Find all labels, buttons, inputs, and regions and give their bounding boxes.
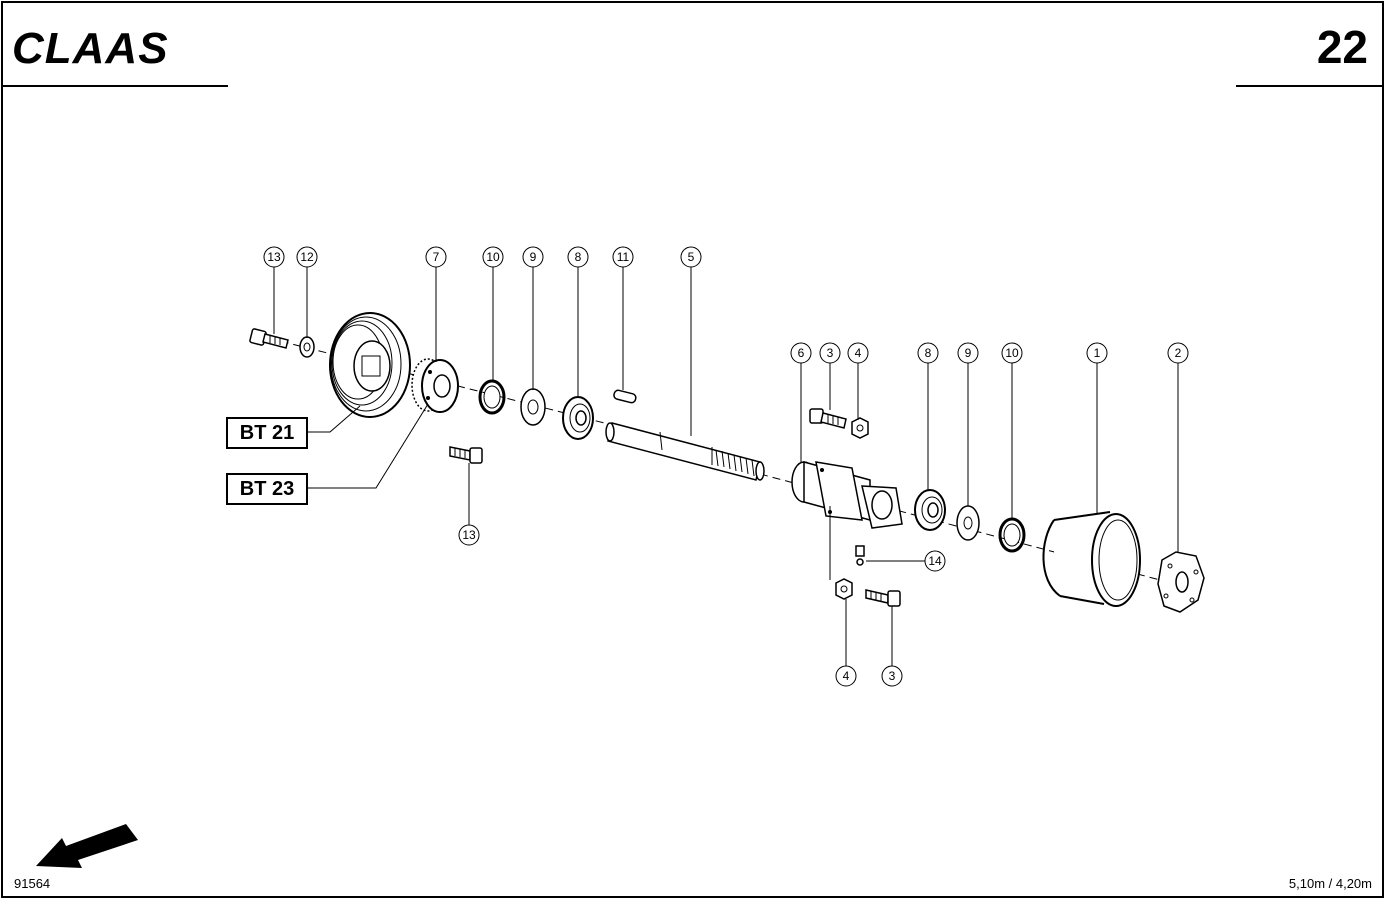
svg-text:11: 11: [617, 250, 630, 264]
svg-text:1: 1: [1094, 346, 1101, 360]
reference-bt21[interactable]: BT 21: [226, 417, 308, 449]
part-grease-nipple-14: [855, 545, 865, 566]
svg-text:8: 8: [925, 346, 932, 360]
svg-text:4: 4: [855, 346, 862, 360]
drawing-number: 91564: [14, 876, 50, 891]
part-washer-9-left: [520, 388, 546, 426]
part-nut-4-bottom: [835, 578, 853, 600]
svg-text:4: 4: [843, 669, 850, 683]
svg-text:13: 13: [267, 250, 281, 264]
leader-lines: [273, 266, 1179, 666]
svg-text:2: 2: [1175, 346, 1182, 360]
part-bolt-13-lower: [449, 446, 483, 464]
part-housing-6: [791, 461, 903, 529]
callout-12: 12: [296, 246, 318, 268]
callout-9-right: 9: [957, 342, 979, 364]
part-pulley: [329, 312, 411, 418]
callout-9-left: 9: [522, 246, 544, 268]
part-bolt-3-bottom: [865, 589, 901, 607]
part-nut-4-top: [851, 417, 869, 439]
callout-3-top: 3: [819, 342, 841, 364]
callout-8-right: 8: [917, 342, 939, 364]
svg-text:BT 23: BT 23: [240, 478, 294, 500]
travel-direction-arrow-icon: [36, 824, 138, 868]
callout-6: 6: [790, 342, 812, 364]
part-circlip-10-right: [998, 517, 1026, 553]
callout-1: 1: [1086, 342, 1108, 364]
part-plate-2: [1157, 551, 1205, 613]
callout-5: 5: [680, 246, 702, 268]
callout-11: 11: [612, 246, 634, 268]
part-washer-12: [299, 336, 315, 358]
svg-text:10: 10: [1005, 346, 1019, 360]
callout-10-right: 10: [1001, 342, 1023, 364]
part-washer-9-right: [956, 505, 980, 541]
callout-10-left: 10: [482, 246, 504, 268]
reference-bt23[interactable]: BT 23: [226, 473, 308, 505]
brand-logo-text: CLAAS: [12, 24, 169, 73]
svg-text:3: 3: [889, 669, 896, 683]
part-hub-7: [411, 358, 459, 413]
callout-13-top: 13: [263, 246, 285, 268]
svg-text:5: 5: [688, 250, 695, 264]
callout-4-bottom: 4: [835, 665, 857, 687]
svg-text:12: 12: [300, 250, 314, 264]
svg-text:3: 3: [827, 346, 834, 360]
page-number: 22: [1317, 21, 1368, 73]
svg-text:13: 13: [462, 528, 476, 542]
callout-4-top: 4: [847, 342, 869, 364]
part-guard-1: [1042, 511, 1141, 607]
callout-13-bottom: 13: [458, 524, 480, 546]
callout-7: 7: [425, 246, 447, 268]
callout-2: 2: [1167, 342, 1189, 364]
brand-logo: CLAAS: [12, 24, 169, 73]
callout-14: 14: [924, 550, 946, 572]
svg-text:9: 9: [530, 250, 537, 264]
svg-text:8: 8: [575, 250, 582, 264]
svg-text:7: 7: [433, 250, 440, 264]
working-widths: 5,10m / 4,20m: [1289, 876, 1372, 891]
callout-8-left: 8: [567, 246, 589, 268]
svg-text:9: 9: [965, 346, 972, 360]
svg-text:14: 14: [928, 554, 942, 568]
part-bolt-13-left: [249, 328, 289, 349]
svg-text:6: 6: [798, 346, 805, 360]
callout-3-bottom: 3: [881, 665, 903, 687]
part-circlip-10-left: [478, 379, 506, 415]
part-key-11: [613, 389, 637, 404]
svg-text:10: 10: [486, 250, 500, 264]
callouts: 13 12 7 10 9 8 11 5 13 6 3 4 8 9 10 1 2 …: [263, 246, 1189, 687]
svg-text:BT 21: BT 21: [240, 422, 294, 444]
part-bearing-8-left: [562, 396, 594, 440]
part-bolt-3-top: [809, 408, 847, 429]
part-shaft-5: [605, 422, 765, 481]
part-bearing-8-right: [914, 489, 946, 531]
